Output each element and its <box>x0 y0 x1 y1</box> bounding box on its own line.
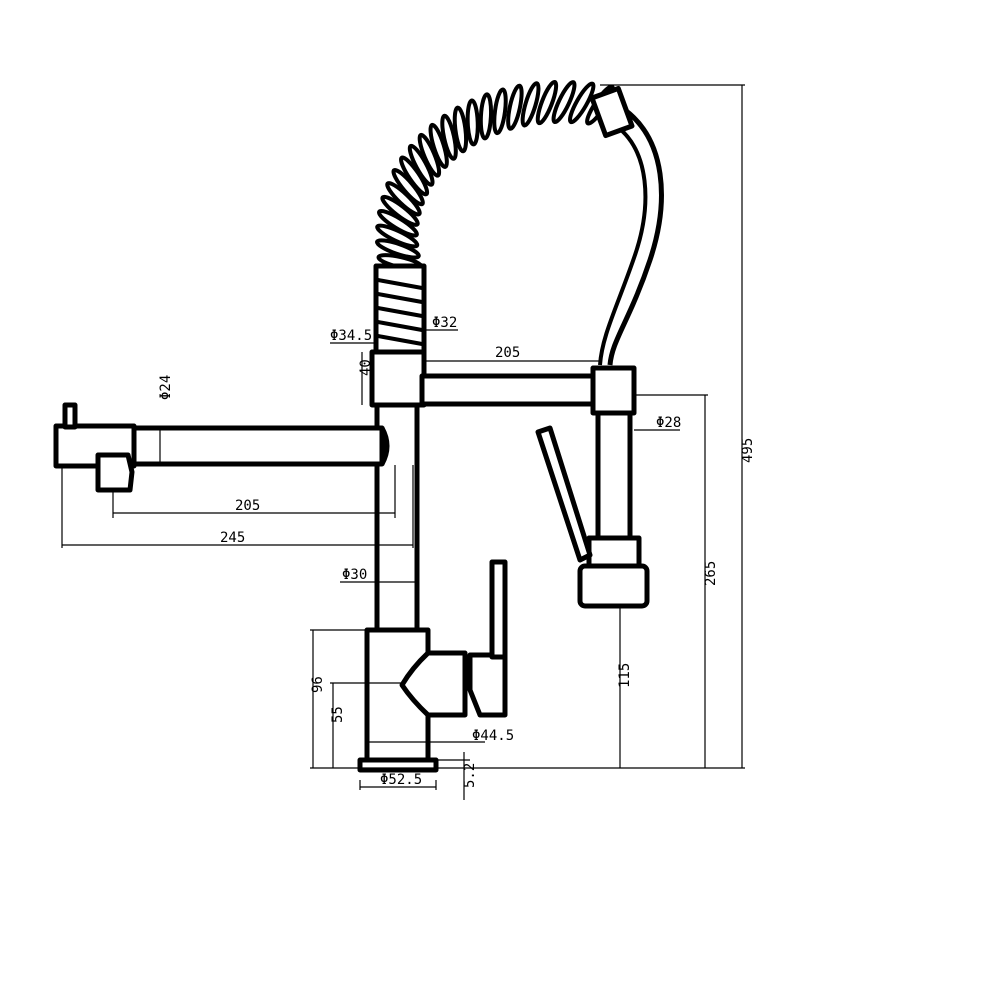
spring-coil <box>375 79 615 271</box>
spring-coil-loop <box>478 92 494 141</box>
spring-coil-loop <box>428 122 449 169</box>
dim-holder-dia: Φ28 <box>656 415 681 431</box>
dim-spout-dia: Φ24 <box>158 375 174 400</box>
spring-top-cap <box>589 85 635 139</box>
spring-coil-loop <box>520 81 541 128</box>
lever-cone <box>399 650 468 718</box>
dim-base-dia: Φ52.5 <box>380 772 422 788</box>
dim-column-dia: Φ30 <box>342 567 367 583</box>
dim-block-height: 40 <box>358 359 374 376</box>
spout-end-block <box>53 423 137 469</box>
spout-joint <box>379 426 390 466</box>
sprayer-head <box>577 563 650 609</box>
dim-body-height: 96 <box>310 676 326 693</box>
spring-coil-loop <box>492 87 508 136</box>
spring-coil-loop <box>465 98 480 147</box>
spray-hose-inner <box>598 123 648 366</box>
sprayer-holder <box>590 365 637 416</box>
sprayer-tube <box>595 410 633 543</box>
dim-upper-arm: 205 <box>495 345 520 361</box>
lever-block <box>467 652 508 718</box>
dim-sprayer-height: 115 <box>617 663 633 688</box>
spring-coil-loop <box>535 79 559 126</box>
dim-lever-height: 55 <box>330 706 346 723</box>
spring-coil-loop <box>440 113 458 161</box>
dim-base-thickness: 5.2 <box>462 763 478 788</box>
spout-knob <box>62 402 78 430</box>
dim-holder-height: 265 <box>703 561 719 586</box>
spray-hose <box>607 108 664 366</box>
spout-outlet <box>95 452 135 493</box>
sprayer-collar <box>586 535 642 569</box>
lever-handle <box>489 559 508 660</box>
swivel-spout <box>127 425 385 467</box>
dim-spout-total: 245 <box>220 530 245 546</box>
dim-spout-reach: 205 <box>235 498 260 514</box>
spring-coil-loop <box>452 105 469 154</box>
upper-arm <box>419 373 601 407</box>
dim-spring-base-dia: Φ34.5 <box>330 328 372 344</box>
dim-total-height: 495 <box>740 438 756 463</box>
spring-coil-loop <box>506 83 524 131</box>
upper-block <box>369 349 427 408</box>
spring-coil-loop <box>567 81 596 125</box>
base-plate <box>357 757 439 773</box>
dim-spring-dia: Φ32 <box>432 315 457 331</box>
spring-coil-loop <box>551 80 577 125</box>
dimension-lines <box>61 84 745 800</box>
sprayer-lever <box>535 425 593 563</box>
dim-body-dia: Φ44.5 <box>472 728 514 744</box>
spring-base-threads <box>377 278 423 346</box>
